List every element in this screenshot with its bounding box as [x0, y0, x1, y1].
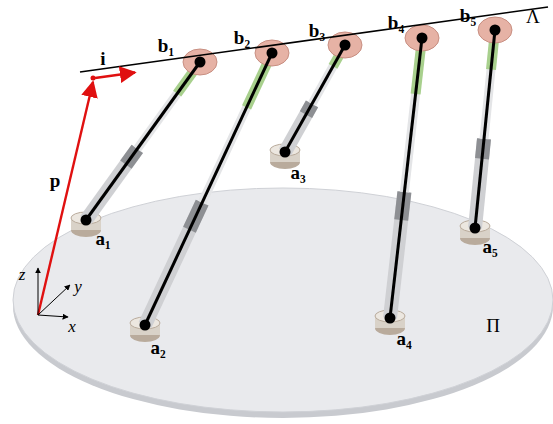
vector-p [38, 82, 93, 315]
point-label: b₃ [309, 21, 325, 40]
point-a [81, 215, 92, 226]
point-a [385, 313, 396, 324]
point-label: a₁ [95, 229, 110, 248]
point-label: b₁ [158, 36, 174, 55]
point-b [195, 57, 206, 68]
point-b [490, 25, 501, 36]
point-a [140, 320, 151, 331]
line-label: Λ [526, 7, 540, 26]
leg-line [475, 30, 495, 228]
point-label: b₄ [388, 13, 404, 32]
z-axis [38, 268, 39, 315]
leg-line [86, 62, 200, 220]
leg-line [285, 45, 345, 152]
vector-label: i [100, 49, 105, 68]
axis-label: x [68, 318, 76, 335]
point-label: a₅ [482, 237, 497, 256]
point-b [417, 33, 428, 44]
axis-label: z [19, 266, 26, 283]
point-p [91, 76, 96, 81]
point-label: b₅ [460, 6, 476, 25]
leg-line [145, 53, 272, 325]
vector-i [95, 73, 135, 79]
line-lambda [80, 7, 548, 72]
point-b [267, 48, 278, 59]
leg-line [390, 38, 422, 318]
legs [71, 17, 512, 342]
point-b [340, 40, 351, 51]
point-label: a₄ [396, 329, 411, 348]
y-axis [38, 285, 70, 315]
x-axis [38, 315, 68, 317]
plane-label: Π [486, 316, 500, 335]
point-label: a₃ [290, 163, 305, 182]
point-a [280, 147, 291, 158]
axis-label: y [74, 278, 82, 295]
vector-label: p [50, 171, 61, 190]
point-a [470, 223, 481, 234]
point-label: b₂ [234, 28, 250, 47]
point-label: a₂ [150, 338, 165, 357]
